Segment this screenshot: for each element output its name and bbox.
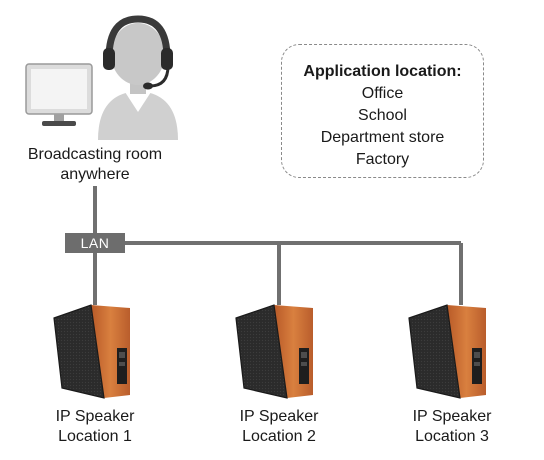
speaker-2-line1: IP Speaker xyxy=(239,408,319,425)
broadcasting-room-line1: Broadcasting room xyxy=(27,146,163,163)
speaker-1-label: IP Speaker Location 1 xyxy=(30,407,160,447)
speaker-2-label: IP Speaker Location 2 xyxy=(214,407,344,447)
broadcasting-room-line2: anywhere xyxy=(60,166,130,183)
lan-box: LAN xyxy=(65,233,125,253)
broadcasting-room-label: Broadcasting room anywhere xyxy=(10,145,180,185)
operator-headset-icon xyxy=(98,15,178,140)
application-location-box: Application location: Office School Depa… xyxy=(281,44,484,178)
application-location-item: School xyxy=(358,107,407,124)
ip-speaker-3-icon xyxy=(408,304,486,399)
speaker-1-line1: IP Speaker xyxy=(55,408,135,425)
speaker-3-line2: Location 3 xyxy=(415,428,489,445)
ip-speaker-2-icon xyxy=(235,304,313,399)
computer-monitor-icon xyxy=(25,63,93,126)
application-location-title: Application location: xyxy=(303,63,462,80)
application-location-item: Department store xyxy=(320,129,445,146)
ip-speaker-1-icon xyxy=(53,304,130,399)
application-location-item: Factory xyxy=(355,151,410,168)
speaker-1-line2: Location 1 xyxy=(58,428,132,445)
speaker-3-line1: IP Speaker xyxy=(412,408,492,425)
speaker-3-label: IP Speaker Location 3 xyxy=(387,407,517,447)
speaker-2-line2: Location 2 xyxy=(242,428,316,445)
application-location-item: Office xyxy=(361,85,404,102)
